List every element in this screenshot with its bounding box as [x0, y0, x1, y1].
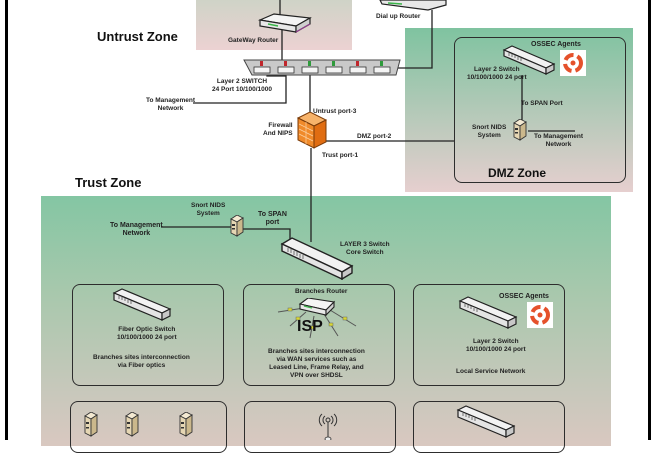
local-service-box: [413, 284, 565, 386]
line-nids-span: [243, 228, 291, 240]
untrust-mgmt-label: To Management Network: [146, 97, 195, 113]
dmz-zone-title: DMZ Zone: [488, 166, 546, 180]
switch-port-4: [325, 66, 343, 74]
core-switch-icon: [280, 237, 354, 280]
core-switch-label-line1: LAYER 3 Switch: [340, 241, 390, 248]
dmz-mgmt-label-line1: To Management: [534, 133, 583, 140]
firewall-icon: [296, 112, 328, 149]
layer2-switch-label-line1: Layer 2 SWITCH: [216, 78, 268, 85]
local-switch-label: Layer 2 Switch 10/100/1000 24 port: [466, 338, 526, 354]
branches-desc: Branches sites interconnection via WAN s…: [268, 348, 365, 380]
trust-nids-label-line1: Snort NIDS: [191, 202, 226, 209]
dmz-span-label: To SPAN Port: [521, 100, 563, 107]
trust-nids-label: Snort NIDS System: [191, 202, 225, 218]
core-switch-label: LAYER 3 Switch Core Switch: [340, 241, 390, 257]
fiber-switch-label: Fiber Optic Switch 10/100/1000 24 port: [117, 326, 177, 342]
firewall-label-line2: And NIPS: [263, 130, 293, 137]
trust-mgmt-label-line1: To Management: [110, 222, 163, 229]
branches-router-isp-icon: [277, 298, 357, 339]
trust-span-label-line1: To SPAN: [258, 211, 287, 218]
fiber-desc: Branches sites interconnection via Fiber…: [93, 354, 190, 370]
dmz-nids-label-line2: System: [477, 132, 501, 139]
switch-port-2: [277, 66, 295, 74]
branches-desc-line3: Leased Line, Frame Relay, and: [269, 364, 364, 371]
port-led-2: [284, 61, 287, 66]
dmz-switch-label: Layer 2 Switch 10/100/1000 24 port: [467, 66, 527, 82]
local-ossec-logo-icon: [527, 302, 553, 328]
branches-router-box: [243, 284, 395, 386]
gateway-router-label: GateWay Router: [228, 37, 279, 44]
dmz-mgmt-label-line2: Network: [545, 141, 572, 148]
gateway-router-icon: [257, 13, 312, 34]
local-switch-label-line2: 10/100/1000 24 port: [466, 346, 526, 353]
dmz-ossec-label: OSSEC Agents: [531, 41, 581, 48]
local-switch-icon: [458, 296, 518, 329]
trust-mgmt-label: To Management Network: [110, 222, 163, 238]
trust-zone-title: Trust Zone: [75, 175, 142, 190]
dialup-router-icon: [379, 0, 447, 11]
wireless-antenna-icon: [318, 413, 338, 440]
firewall-label-line1: Firewall: [268, 122, 293, 129]
frame-border-left: [5, 0, 8, 440]
fiber-desc-line1: Branches sites interconnection: [93, 354, 190, 361]
layer2-switch-label: Layer 2 SWITCH 24 Port 10/100/1000: [212, 78, 272, 94]
fiber-desc-line2: via Fiber optics: [117, 362, 166, 369]
port-led-6: [380, 61, 383, 66]
switch-port-1: [253, 66, 271, 74]
trust-span-label-line2: port: [265, 219, 280, 226]
port-led-4: [332, 61, 335, 66]
port-led-1: [260, 61, 263, 66]
branches-desc-line4: VPN over SHDSL: [290, 372, 343, 379]
trust-mgmt-label-line2: Network: [122, 230, 151, 237]
trust-span-label: To SPAN port: [258, 211, 287, 227]
layer2-switch-icon: [243, 59, 401, 76]
isp-label: ISP: [297, 318, 323, 335]
firewall-label: Firewall And NIPS: [263, 122, 293, 138]
fiber-switch-label-line2: 10/100/1000 24 port: [117, 334, 177, 341]
dmz-inner-box: [454, 37, 626, 183]
fiber-switch-box: [72, 284, 224, 386]
connection-lines: [161, 0, 575, 242]
port-led-3: [308, 61, 311, 66]
dmz-switch-label-line2: 10/100/1000 24 port: [467, 74, 527, 81]
branches-desc-line1: Branches sites interconnection: [268, 348, 365, 355]
frame-border-right: [648, 0, 651, 440]
switch-port-3: [301, 66, 319, 74]
dmz-switch-icon: [502, 45, 556, 75]
fiber-switch-icon: [112, 288, 172, 321]
local-service-desc: Local Service Network: [456, 368, 526, 375]
dmz-mgmt-label: To Management Network: [534, 133, 583, 149]
switch-port-5: [349, 66, 367, 74]
server-icon-2: [125, 412, 139, 437]
untrust-port-label: Untrust port-3: [313, 108, 357, 115]
dmz-nids-label: Snort NIDS System: [472, 124, 506, 140]
trust-nids-server-icon: [230, 215, 244, 237]
trust-nids-label-line2: System: [196, 210, 220, 217]
branches-desc-line2: via WAN services such as: [276, 356, 357, 363]
local-switch-label-line1: Layer 2 Switch: [473, 338, 519, 345]
fiber-switch-label-line1: Fiber Optic Switch: [118, 326, 176, 333]
dmz-ossec-logo-icon: [560, 50, 586, 76]
branches-router-title: Branches Router: [295, 288, 348, 295]
trust-port-label: Trust port-1: [322, 152, 359, 159]
port-led-5: [356, 61, 359, 66]
untrust-mgmt-label-line2: Network: [157, 105, 184, 112]
line-dialup-switch: [392, 10, 433, 69]
dmz-nids-label-line1: Snort NIDS: [472, 124, 507, 131]
dmz-port-label: DMZ port-2: [357, 133, 392, 140]
untrust-mgmt-label-line1: To Management: [146, 97, 195, 104]
server-icon-3: [179, 412, 193, 437]
dmz-switch-label-line1: Layer 2 Switch: [474, 66, 520, 73]
dialup-router-label: Dial up Router: [376, 13, 421, 20]
core-switch-label-line2: Core Switch: [346, 249, 384, 256]
dmz-nids-server-icon: [513, 119, 527, 141]
server-icon-1: [84, 412, 98, 437]
switch-port-6: [373, 66, 391, 74]
layer2-switch-label-line2: 24 Port 10/100/1000: [212, 86, 272, 93]
local-ossec-label: OSSEC Agents: [499, 293, 549, 300]
untrust-zone-title: Untrust Zone: [97, 29, 178, 44]
bottom-switch-icon: [456, 405, 516, 438]
